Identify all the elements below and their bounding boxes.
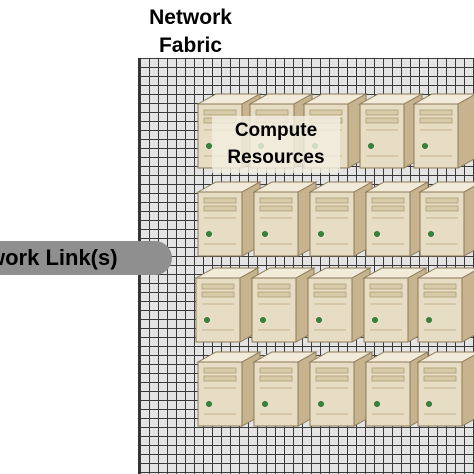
server-r1-c5 — [413, 93, 474, 169]
compute-resources-label-line-2: Resources — [227, 147, 325, 168]
network-fabric-title-line-1: Network — [149, 6, 232, 29]
server-r2-c3 — [309, 181, 373, 257]
server-r4-c3 — [309, 351, 373, 427]
server-r4-c1 — [197, 351, 261, 427]
network-link-bar — [0, 241, 172, 275]
server-r2-c4 — [365, 181, 429, 257]
server-r3-c2 — [251, 267, 315, 343]
compute-resources-label-background — [212, 116, 340, 173]
server-r2-c5 — [419, 181, 474, 257]
network-fabric-title-line-2: Fabric — [158, 34, 223, 57]
compute-resources-label-line-1: Compute — [234, 120, 318, 141]
network-fabric-title: Network Fabric — [118, 4, 263, 60]
network-link-label-text: work Link(s) — [0, 245, 118, 270]
server-r3-c5 — [417, 267, 474, 343]
server-r4-c5 — [417, 351, 474, 427]
server-r3-c4 — [363, 267, 427, 343]
server-r2-c2 — [253, 181, 317, 257]
server-r1-c4 — [359, 93, 423, 169]
server-r3-c3 — [307, 267, 371, 343]
server-r3-c1 — [195, 267, 259, 343]
server-r2-c1 — [197, 181, 261, 257]
network-link-label: work Link(s) — [0, 241, 118, 275]
compute-resources-label: Compute Resources — [212, 117, 340, 171]
server-r4-c2 — [253, 351, 317, 427]
